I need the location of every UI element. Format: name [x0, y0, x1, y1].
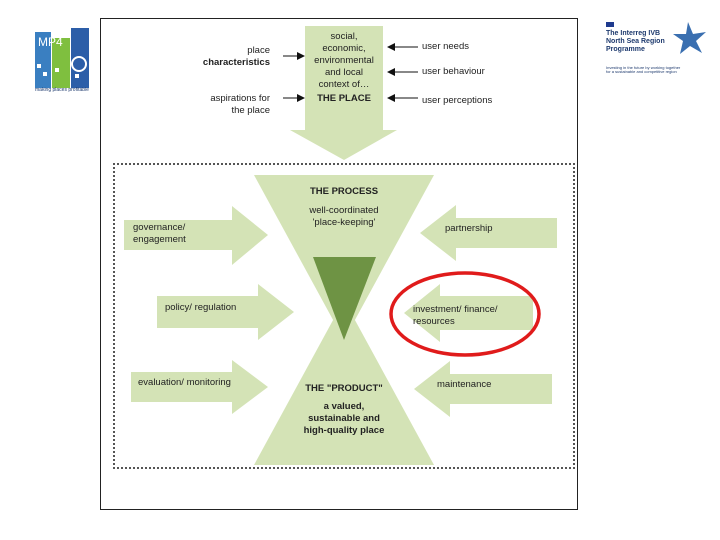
mp4-logo: MP4 making places profitable: [33, 24, 91, 96]
policy-arrow: [157, 284, 294, 340]
place-title: THE PLACE: [317, 93, 371, 104]
mp4-logo-graphic: MP4: [35, 28, 89, 88]
investment-arrow: [404, 284, 533, 342]
product-title: THE "PRODUCT": [305, 383, 383, 394]
maintenance-label: maintenance: [437, 379, 492, 390]
process-subtitle-1: well-coordinated: [309, 205, 379, 216]
product-subtitle-1: a valued,: [323, 401, 365, 412]
process-title: THE PROCESS: [309, 186, 379, 197]
label-user-perceptions: user perceptions: [422, 95, 493, 106]
interreg-logo-graphic: [606, 22, 706, 54]
governance-arrow: [124, 206, 268, 265]
partnership-label: partnership: [445, 223, 493, 234]
interreg-logo: The Interreg IVB North Sea Region Progra…: [596, 20, 716, 82]
process-area-border: [113, 163, 575, 469]
place-text-4: and local: [324, 67, 364, 78]
core-triangle: [313, 257, 376, 340]
product-subtitle-3: high-quality place: [303, 425, 385, 436]
governance-label-2: engagement: [133, 234, 186, 245]
place-text-2: economic,: [322, 43, 366, 54]
label-place: place: [247, 45, 270, 56]
interreg-tagline: Investing in the future by working toget…: [606, 65, 681, 74]
mp4-letter-m: MP4: [38, 35, 63, 49]
place-text-3: environmental: [314, 55, 374, 66]
policy-label: policy/ regulation: [165, 302, 237, 313]
label-aspirations: aspirations for: [210, 93, 270, 104]
starfish-icon: [673, 22, 706, 54]
product-triangle: [254, 300, 434, 465]
label-user-needs: user needs: [422, 41, 470, 52]
partnership-arrow: [420, 205, 557, 261]
governance-label-1: governance/: [133, 222, 186, 233]
evaluation-arrow: [131, 360, 268, 414]
highlight-ellipse: [389, 271, 541, 357]
interreg-line3: Programme: [606, 46, 645, 53]
interreg-line2: North Sea Region: [606, 38, 665, 45]
product-subtitle-2: sustainable and: [308, 413, 380, 424]
maintenance-arrow: [414, 361, 552, 417]
evaluation-label: evaluation/ monitoring: [138, 377, 231, 388]
place-text-1: social,: [330, 31, 358, 42]
diagram-frame: [100, 18, 578, 510]
investment-label-1: investment/ finance/: [413, 304, 498, 315]
interreg-line1: The Interreg IVB: [606, 30, 661, 37]
mp4-caption: making places profitable: [35, 87, 89, 93]
label-user-behaviour: user behaviour: [422, 66, 485, 77]
label-characteristics: characteristics: [202, 57, 270, 68]
process-subtitle-2: 'place-keeping': [312, 217, 376, 228]
place-text-5: context of…: [318, 79, 370, 90]
label-the-place-aspiration: the place: [231, 105, 270, 116]
investment-label-2: resources: [413, 316, 455, 327]
place-arrow: [290, 26, 397, 160]
